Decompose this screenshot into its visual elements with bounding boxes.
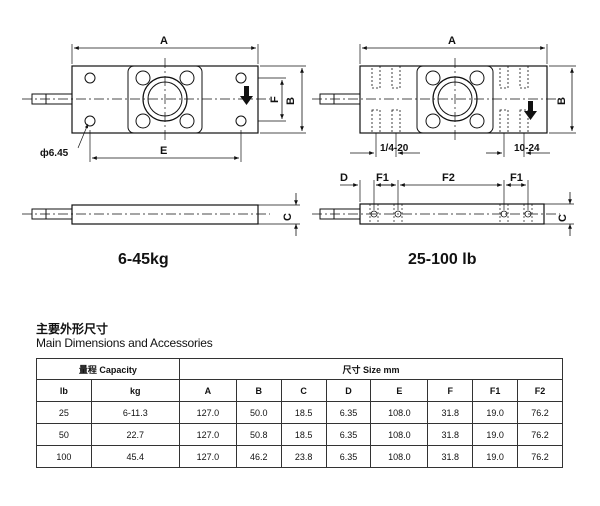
right-top-view <box>312 44 576 157</box>
left-side-view <box>22 193 300 236</box>
threaded-holes <box>371 65 529 134</box>
dim-label-b-left: B <box>285 97 297 105</box>
dim-label-c-right: C <box>557 214 569 222</box>
capacity-header: 量程 Capacity <box>36 358 180 380</box>
table-cell: 46.2 <box>235 445 282 468</box>
dim-label-f1-right: F1 <box>510 172 523 184</box>
right-side-view <box>312 180 574 236</box>
table-cell: 18.5 <box>280 423 327 446</box>
table-cell: 100 <box>36 445 92 468</box>
bolt-holes <box>135 70 195 129</box>
table-cell: 6.35 <box>325 401 372 424</box>
table-cell: 76.2 <box>517 401 563 424</box>
table-cell: 50 <box>36 423 92 446</box>
size-header: 尺寸 Size mm <box>178 358 564 380</box>
column-header: A <box>178 379 237 402</box>
dim-label-f1-left: F1 <box>376 172 389 184</box>
table-cell: 19.0 <box>472 445 519 468</box>
dim-label-d: D <box>340 172 348 184</box>
column-header: F1 <box>472 379 519 402</box>
table-cell: 6-11.3 <box>90 401 180 424</box>
table-cell: 127.0 <box>178 423 237 446</box>
column-header: D <box>325 379 372 402</box>
table-cell: 108.0 <box>370 445 429 468</box>
table-cell: 18.5 <box>280 401 327 424</box>
hole-dia-label: ф6.45 <box>40 147 69 159</box>
section-title-en: Main Dimensions and Accessories <box>36 336 213 350</box>
table-cell: 31.8 <box>427 401 474 424</box>
column-header: E <box>370 379 429 402</box>
thread-label-right: 10-24 <box>514 143 540 154</box>
column-header: F <box>427 379 474 402</box>
table-cell: 6.35 <box>325 423 372 446</box>
load-direction-arrow <box>240 86 253 105</box>
table-cell: 31.8 <box>427 423 474 446</box>
section-title-cn: 主要外形尺寸 <box>36 322 109 336</box>
model-label-right: 25-100 lb <box>408 251 477 268</box>
table-cell: 31.8 <box>427 445 474 468</box>
column-header: kg <box>90 379 180 402</box>
table-cell: 23.8 <box>280 445 327 468</box>
left-top-view <box>22 44 306 162</box>
dim-label-f2: F2 <box>442 172 455 184</box>
dim-label-f-left: F <box>269 96 281 103</box>
table-cell: 25 <box>36 401 92 424</box>
dim-label-c-left: C <box>282 213 294 221</box>
thread-label-left: 1/4-20 <box>380 143 409 154</box>
table-cell: 76.2 <box>517 423 563 446</box>
table-cell: 108.0 <box>370 401 429 424</box>
dim-label-a-left: A <box>160 35 168 47</box>
table-cell: 127.0 <box>178 445 237 468</box>
table-cell: 19.0 <box>472 401 519 424</box>
table-cell: 45.4 <box>90 445 180 468</box>
table-cell: 6.35 <box>325 445 372 468</box>
table-cell: 50.8 <box>235 423 282 446</box>
dim-label-b-right: B <box>556 97 568 105</box>
table-cell: 76.2 <box>517 445 563 468</box>
table-cell: 127.0 <box>178 401 237 424</box>
column-header: C <box>280 379 327 402</box>
dim-label-e-left: E <box>160 145 167 157</box>
column-header: B <box>235 379 282 402</box>
column-header: F2 <box>517 379 563 402</box>
model-label-left: 6-45kg <box>118 251 169 268</box>
load-cell-drawing: A E F B ф6.45 C 6-45kg A B 1/4-20 10-24 … <box>22 35 576 268</box>
table-cell: 50.0 <box>235 401 282 424</box>
dim-label-a-right: A <box>448 35 456 47</box>
table-cell: 19.0 <box>472 423 519 446</box>
table-cell: 108.0 <box>370 423 429 446</box>
column-header: lb <box>36 379 92 402</box>
table-cell: 22.7 <box>90 423 180 446</box>
